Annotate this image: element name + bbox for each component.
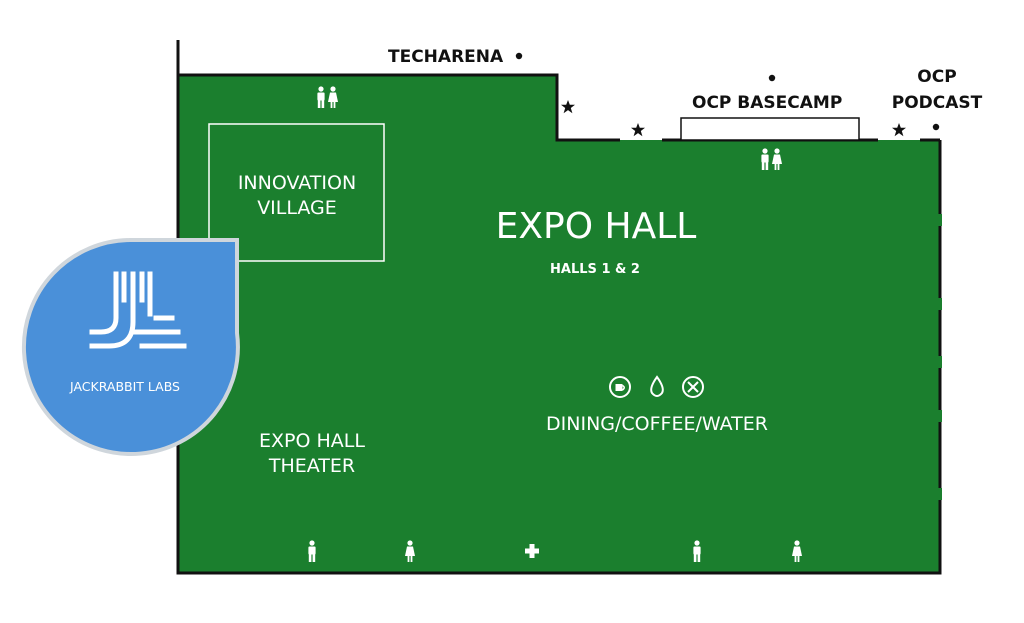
jackrabbit-labs-logo-icon (89, 271, 187, 349)
dining-icon (682, 376, 704, 398)
dining-label: DINING/COFFEE/WATER (546, 413, 768, 435)
star-icon (631, 123, 645, 137)
expo-hall-title: EXPO HALL (496, 206, 697, 247)
theater-label-line2: THEATER (268, 455, 355, 477)
water-drop-icon (650, 375, 664, 397)
coffee-icon (609, 376, 631, 398)
jackrabbit-labs-badge-label: JACKRABBIT LABS (69, 379, 180, 394)
theater-label-line1: EXPO HALL (259, 430, 365, 452)
ocp-basecamp-booth (680, 117, 860, 141)
innovation-village-label-line1: INNOVATION (238, 172, 356, 194)
techarena-label: TECHARENA (388, 47, 504, 67)
ocp-basecamp-label: OCP BASECAMP (692, 93, 842, 113)
expo-hall-floor (178, 75, 940, 573)
ocp-podcast-label-line1: OCP (917, 67, 956, 87)
jackrabbit-labs-badge[interactable]: JACKRABBIT LABS (21, 238, 240, 456)
innovation-village-area[interactable] (208, 123, 385, 262)
innovation-village-label-line2: VILLAGE (257, 197, 337, 219)
first-aid-icon (525, 544, 539, 558)
dot-marker-icon (932, 123, 940, 131)
dot-marker-icon (515, 52, 523, 60)
dot-marker-icon (768, 74, 776, 82)
star-icon (561, 100, 575, 114)
halls-subtitle: HALLS 1 & 2 (550, 262, 640, 277)
ocp-podcast-label-line2: PODCAST (892, 93, 983, 113)
star-icon (892, 123, 906, 137)
